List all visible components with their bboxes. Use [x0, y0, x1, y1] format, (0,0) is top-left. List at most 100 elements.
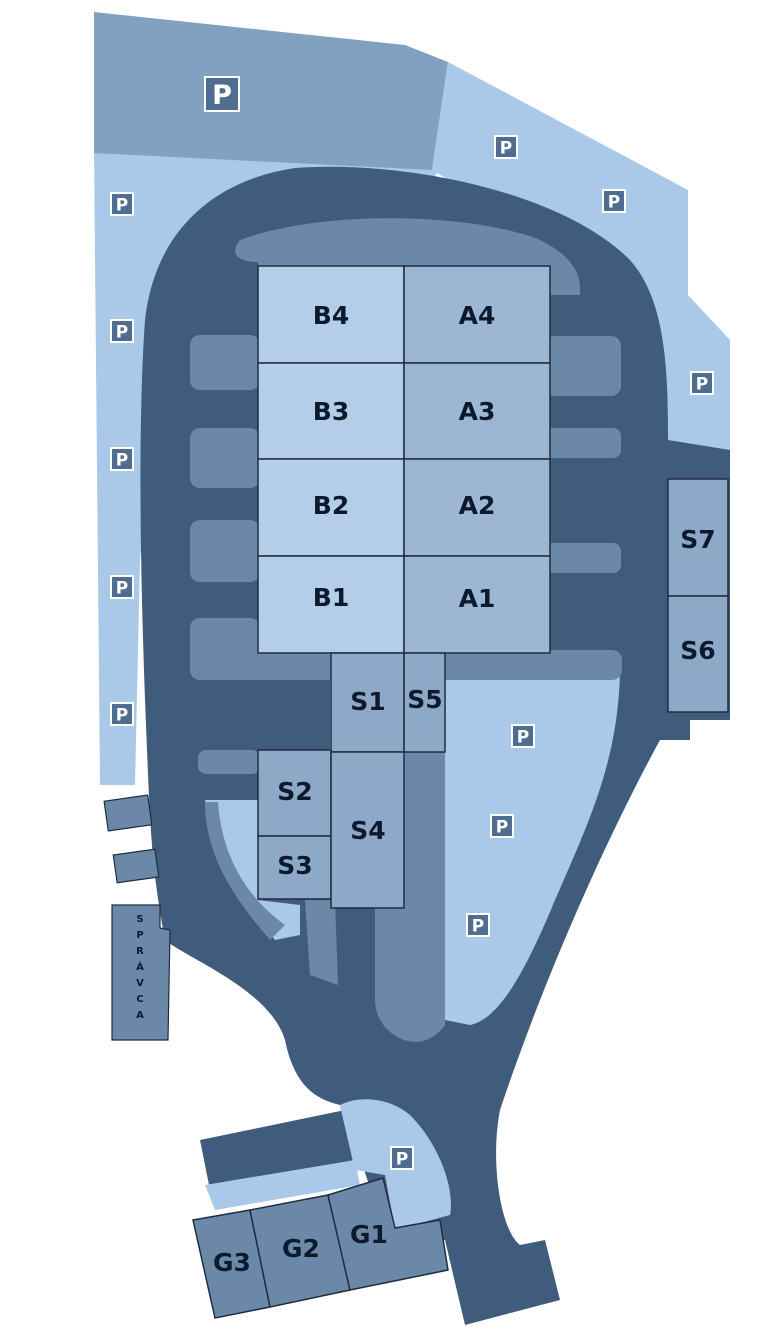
parking-icon: P — [690, 371, 714, 395]
parking-icon-box — [511, 724, 535, 748]
block-b1[interactable] — [257, 555, 405, 654]
block-s2[interactable] — [257, 749, 332, 837]
label-s1: S1 — [350, 687, 385, 716]
admin-building-letter: A — [136, 1010, 144, 1021]
admin-building-letter: R — [136, 946, 144, 957]
admin-building-letter: V — [136, 978, 144, 989]
admin-building-letter: S — [136, 914, 143, 925]
label-b2: B2 — [313, 491, 349, 520]
building-group-s — [257, 478, 729, 909]
label-b4: B4 — [313, 301, 349, 330]
label-a1: A1 — [459, 584, 496, 613]
admin-building — [111, 904, 171, 1041]
parking-icon-box — [390, 1146, 414, 1170]
parking-icon-letter: P — [116, 195, 128, 215]
parking-icon-box — [466, 913, 490, 937]
parking-icon-box — [110, 575, 134, 599]
block-labels: B4 A4 B3 A3 B2 A2 B1 A1 S1 S5 S2 S3 S4 S… — [213, 301, 716, 1277]
label-s6: S6 — [680, 636, 715, 665]
parking-icon: P — [110, 192, 134, 216]
block-b3[interactable] — [257, 362, 405, 460]
parking-icon-letter: P — [116, 322, 128, 342]
label-b3: B3 — [313, 397, 349, 426]
label-a4: A4 — [459, 301, 496, 330]
parking-icon: P — [494, 135, 518, 159]
parking-icon-letter: P — [496, 817, 508, 837]
block-g1[interactable] — [327, 1177, 449, 1291]
parking-icon-letter: P — [500, 138, 512, 158]
admin-building-letter: C — [136, 994, 143, 1005]
parking-icon: P — [110, 575, 134, 599]
parking-icon-letter: P — [116, 578, 128, 598]
parking-strip-left-2 — [190, 428, 260, 488]
block-s6[interactable] — [667, 595, 729, 713]
label-s2: S2 — [277, 777, 312, 806]
parking-icon-letter: P — [472, 916, 484, 936]
parking-icon-letter: P — [116, 705, 128, 725]
block-a2[interactable] — [403, 458, 551, 557]
parking-icon-box — [690, 371, 714, 395]
parking-icon-letter: P — [212, 80, 232, 111]
parking-strip-right-2 — [545, 428, 621, 458]
inner-lot-lower — [190, 672, 620, 1025]
block-s5[interactable] — [403, 652, 446, 753]
block-a1[interactable] — [403, 555, 551, 654]
parking-icon-box — [602, 189, 626, 213]
parking-icon-box — [494, 135, 518, 159]
label-g3: G3 — [213, 1248, 251, 1277]
block-s4[interactable] — [330, 751, 405, 909]
parking-icon: P — [110, 447, 134, 471]
label-b1: B1 — [313, 583, 349, 612]
parking-strip-small — [198, 750, 260, 774]
label-g2: G2 — [282, 1234, 320, 1263]
parking-icon: P — [490, 814, 514, 838]
parking-icon-box — [490, 814, 514, 838]
label-a2: A2 — [459, 491, 496, 520]
parking-strip-s4-south — [305, 900, 338, 985]
parking-icon: P — [110, 319, 134, 343]
parking-icon-box — [110, 702, 134, 726]
block-b2[interactable] — [257, 458, 405, 557]
label-g1: G1 — [350, 1220, 388, 1249]
parking-icon-letter: P — [116, 450, 128, 470]
label-a3: A3 — [459, 397, 496, 426]
admin-building-letter: Á — [136, 960, 144, 973]
building-grid-ab — [257, 265, 551, 654]
parking-icon-letter: P — [517, 727, 529, 747]
parking-icon-letter: P — [696, 374, 708, 394]
parking-strip-right-3 — [545, 543, 621, 573]
block-a4[interactable] — [403, 265, 551, 364]
parking-icons: P P P P P P P P P P P P P — [110, 76, 714, 1170]
admin-building-letter: P — [136, 930, 143, 941]
parking-strip-left-1 — [190, 335, 260, 390]
parking-icon: P — [390, 1146, 414, 1170]
parking-icon: P — [110, 702, 134, 726]
annex-stub-2 — [112, 848, 160, 884]
label-s5: S5 — [407, 685, 442, 714]
annex-stub-1 — [103, 794, 153, 832]
inner-lot-left — [205, 800, 300, 940]
parking-icon-letter: P — [608, 192, 620, 212]
label-s7: S7 — [680, 525, 715, 554]
block-s3[interactable] — [257, 835, 332, 900]
block-a3[interactable] — [403, 362, 551, 460]
parking-icon: P — [204, 76, 240, 112]
parking-area-northwest — [94, 12, 448, 170]
garage-apron — [205, 1160, 360, 1210]
parking-icon: P — [511, 724, 535, 748]
label-s4: S4 — [350, 816, 385, 845]
parking-icon-box — [110, 192, 134, 216]
parking-strip-curve-left — [205, 802, 285, 940]
parking-icon-box — [110, 319, 134, 343]
building-group-g — [192, 1177, 449, 1319]
parking-icon: P — [602, 189, 626, 213]
label-s3: S3 — [277, 851, 312, 880]
parking-strip-left-3 — [190, 520, 260, 582]
parking-icon-box — [110, 447, 134, 471]
parking-icon: P — [466, 913, 490, 937]
parking-icon-letter: P — [396, 1149, 408, 1169]
parking-icon-box — [204, 76, 240, 112]
parking-strip-right-1 — [545, 336, 621, 396]
